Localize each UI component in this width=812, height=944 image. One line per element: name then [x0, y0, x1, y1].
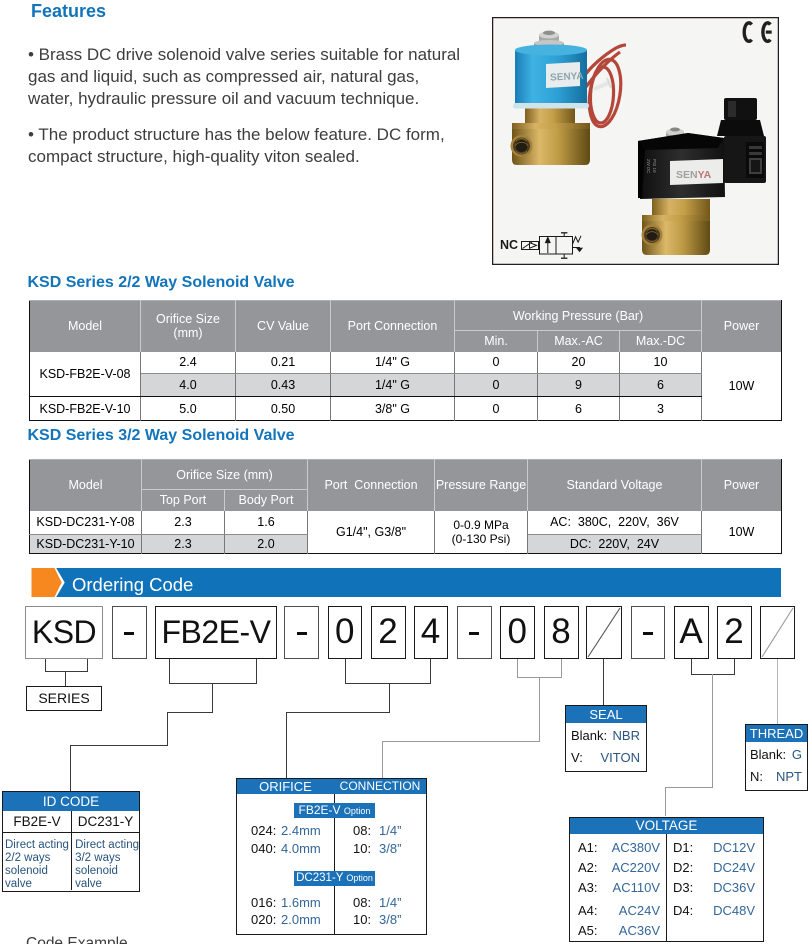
svg-text:2W DC: 2W DC: [646, 159, 651, 174]
svg-text:PSI 10: PSI 10: [652, 159, 657, 173]
svg-text:SENYA: SENYA: [676, 169, 712, 181]
svg-text:SENYA: SENYA: [550, 71, 584, 84]
svg-text:NC: NC: [500, 238, 518, 252]
